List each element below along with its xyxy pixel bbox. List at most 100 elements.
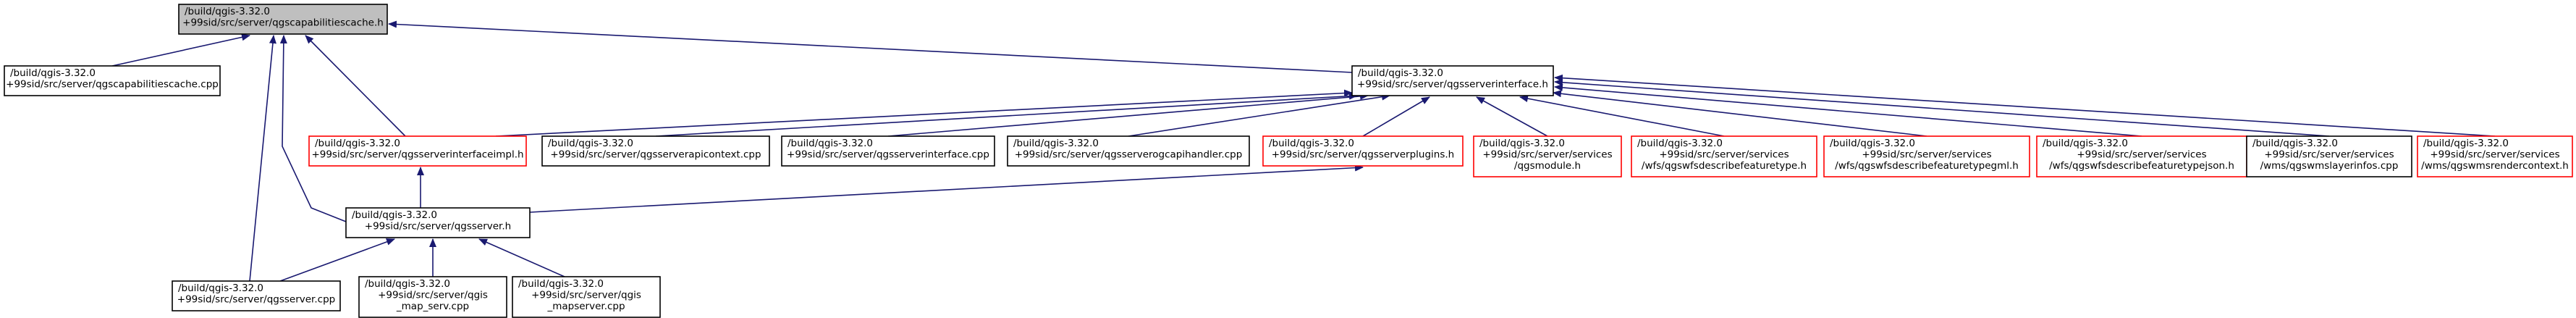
node-qgscapabilitiescache_h: /build/qgis-3.32.0+99sid/src/server/qgsc… (178, 4, 388, 35)
node-label-line: /build/qgis-3.32.0 (315, 138, 400, 149)
node-label-line: +99sid/src/server/qgsserverinterface.h (1357, 79, 1548, 91)
node-box (1473, 135, 1622, 177)
node-qgswfsdescribefeaturetypejson_h[interactable]: /build/qgis-3.32.0+99sid/src/server/serv… (2036, 135, 2247, 177)
node-qgsserverinterface_cpp[interactable]: /build/qgis-3.32.0+99sid/src/server/qgss… (781, 135, 995, 167)
node-box (358, 276, 507, 318)
node-box (172, 280, 341, 311)
node-box (1007, 135, 1250, 167)
node-qgswfsdescribefeaturetypegml_h[interactable]: /build/qgis-3.32.0+99sid/src/server/serv… (1823, 135, 2030, 177)
edge-qgsserverplugins_h-to-qgsserverinterface_h (1362, 96, 1430, 137)
node-label-line: +99sid/src/server/qgsserverapicontext.cp… (550, 149, 761, 161)
node-box (2246, 135, 2412, 177)
edge-qgswfsdescribefeaturetypegml_h-to-qgsserverinterface_h (1553, 90, 1927, 137)
node-label-line: _map_serv.cpp (396, 301, 469, 312)
node-qgsserver_cpp[interactable]: /build/qgis-3.32.0+99sid/src/server/qgss… (172, 280, 341, 311)
node-box (308, 135, 527, 167)
node-label-line: /qgsmodule.h (1514, 160, 1581, 172)
node-box (178, 4, 388, 35)
node-box (1631, 135, 1817, 177)
node-label-line: /wms/qgswmslayerinfos.cpp (2260, 160, 2399, 172)
node-box (1262, 135, 1464, 167)
node-qgswfsdescribefeaturetype_h[interactable]: /build/qgis-3.32.0+99sid/src/server/serv… (1631, 135, 1817, 177)
edge-qgsserverogcapihandler_cpp-to-qgsserverinterface_h (1128, 93, 1390, 137)
node-label-line: /build/qgis-3.32.0 (1013, 138, 1099, 149)
node-label-line: /wfs/qgswfsdescribefeaturetypejson.h (2049, 160, 2234, 172)
node-label-line: /build/qgis-3.32.0 (1637, 138, 1723, 149)
edge-qgscapabilitiescache_cpp-to-qgscapabilitiescache_h (111, 33, 250, 67)
node-qgis_mapserver_cpp[interactable]: /build/qgis-3.32.0+99sid/src/server/qgis… (512, 276, 661, 318)
edge-qgsserverinterface_h-to-qgscapabilitiescache_h (388, 20, 1353, 73)
node-box (512, 276, 661, 318)
node-label-line: /build/qgis-3.32.0 (2423, 138, 2509, 149)
node-box (1823, 135, 2030, 177)
edge-layer (111, 20, 2496, 282)
node-label-line: /build/qgis-3.32.0 (1479, 138, 1565, 149)
node-box (1351, 65, 1554, 96)
node-label-line: +99sid/src/server/qgis (378, 290, 488, 301)
node-box (781, 135, 995, 167)
edge-qgsserver_cpp-to-qgscapabilitiescache_h (249, 35, 276, 282)
node-label-line: +99sid/src/server/qgsserver.cpp (177, 294, 335, 306)
node-label-line: +99sid/src/server/services (2430, 149, 2559, 161)
node-box (541, 135, 770, 167)
node-label-line: +99sid/src/server/services (2077, 149, 2206, 161)
edge-qgis_mapserver_cpp-to-qgsserver_h (478, 238, 565, 277)
node-box (345, 207, 531, 238)
node-label-line: +99sid/src/server/qgsserverplugins.h (1272, 149, 1454, 161)
node-label-line: /build/qgis-3.32.0 (2252, 138, 2338, 149)
node-label-line: /wfs/qgswfsdescribefeaturetypegml.h (1835, 160, 2019, 172)
node-label-line: /build/qgis-3.32.0 (365, 278, 450, 290)
node-qgswmsrendercontext_h[interactable]: /build/qgis-3.32.0+99sid/src/server/serv… (2417, 135, 2573, 177)
edge-qgswmslayerinfos_cpp-to-qgsserverinterface_h (1554, 78, 2330, 137)
node-label-line: +99sid/src/server/qgsserver.h (365, 221, 511, 233)
node-label-line: +99sid/src/server/qgsserverogcapihandler… (1015, 149, 1243, 161)
edge-qgswfsdescribefeaturetype_h-to-qgsserverinterface_h (1519, 95, 1725, 137)
edge-qgsserverinterface_cpp-to-qgsserverinterface_h (887, 92, 1369, 137)
node-label-line: +99sid/src/server/qgsserverinterface.cpp (787, 149, 989, 161)
node-box (4, 65, 221, 96)
node-label-line: +99sid/src/server/services (1482, 149, 1612, 161)
node-label-line: /build/qgis-3.32.0 (787, 138, 873, 149)
node-label-line: +99sid/src/server/services (1862, 149, 1991, 161)
node-label-line: +99sid/src/server/services (2264, 149, 2394, 161)
node-qgsserverogcapihandler_cpp[interactable]: /build/qgis-3.32.0+99sid/src/server/qgss… (1007, 135, 1250, 167)
node-qgsserverinterfaceimpl_h[interactable]: /build/qgis-3.32.0+99sid/src/server/qgss… (308, 135, 527, 167)
node-label-line: +99sid/src/server/qgscapabilitiescache.c… (6, 79, 219, 91)
node-label-line: /build/qgis-3.32.0 (1830, 138, 1915, 149)
node-layer: /build/qgis-3.32.0+99sid/src/server/qgsc… (4, 4, 2573, 318)
edge-qgsmodule_h-to-qgsserverinterface_h (1476, 96, 1548, 137)
node-qgswmslayerinfos_cpp[interactable]: /build/qgis-3.32.0+99sid/src/server/serv… (2246, 135, 2412, 177)
edge-qgsserverinterfaceimpl_h-to-qgsserverinterface_h (495, 89, 1353, 137)
node-label-line: _mapserver.cpp (546, 301, 625, 312)
node-qgsserverplugins_h[interactable]: /build/qgis-3.32.0+99sid/src/server/qgss… (1262, 135, 1464, 167)
node-qgsserver_h[interactable]: /build/qgis-3.32.0+99sid/src/server/qgss… (345, 207, 531, 238)
node-label-line: /wms/qgswmsrendercontext.h (2421, 160, 2569, 172)
node-label-line: +99sid/src/server/qgis (531, 290, 641, 301)
node-label-line: /build/qgis-3.32.0 (352, 209, 437, 221)
edge-qgsserver_cpp-to-qgsserver_h (279, 238, 395, 282)
edge-qgswmsrendercontext_h-to-qgsserverinterface_h (1554, 74, 2496, 137)
node-label-line: /build/qgis-3.32.0 (10, 67, 96, 79)
node-qgsserverinterface_h[interactable]: /build/qgis-3.32.0+99sid/src/server/qgss… (1351, 65, 1554, 96)
node-label-line: +99sid/src/server/qgsserverinterfaceimpl… (311, 149, 523, 161)
node-label-line: /build/qgis-3.32.0 (1269, 138, 1354, 149)
edge-qgsserverapicontext_cpp-to-qgsserverinterface_h (655, 92, 1358, 137)
node-qgsserverapicontext_cpp[interactable]: /build/qgis-3.32.0+99sid/src/server/qgss… (541, 135, 770, 167)
node-label-line: /build/qgis-3.32.0 (1358, 67, 1443, 79)
edge-qgsserverinterfaceimpl_h-to-qgscapabilitiescache_h (305, 35, 406, 137)
node-qgsmodule_h[interactable]: /build/qgis-3.32.0+99sid/src/server/serv… (1473, 135, 1622, 177)
node-label-line: +99sid/src/server/qgscapabilitiescache.h (182, 17, 384, 29)
node-label-line: /wfs/qgswfsdescribefeaturetype.h (1642, 160, 1807, 172)
node-label-line: /build/qgis-3.32.0 (178, 283, 263, 294)
node-qgis_map_serv_cpp[interactable]: /build/qgis-3.32.0+99sid/src/server/qgis… (358, 276, 507, 318)
node-label-line: /build/qgis-3.32.0 (2043, 138, 2128, 149)
edge-qgsserver_h-to-qgsserverplugins_h (529, 164, 1364, 213)
node-label-line: /build/qgis-3.32.0 (185, 6, 270, 17)
node-box (2036, 135, 2247, 177)
edge-qgsserver_h-to-qgscapabilitiescache_h (279, 35, 347, 222)
node-label-line: +99sid/src/server/services (1659, 149, 1789, 161)
node-label-line: /build/qgis-3.32.0 (518, 278, 604, 290)
edge-qgswfsdescribefeaturetypejson_h-to-qgsserverinterface_h (1554, 83, 2142, 137)
node-qgscapabilitiescache_cpp[interactable]: /build/qgis-3.32.0+99sid/src/server/qgsc… (4, 65, 221, 96)
